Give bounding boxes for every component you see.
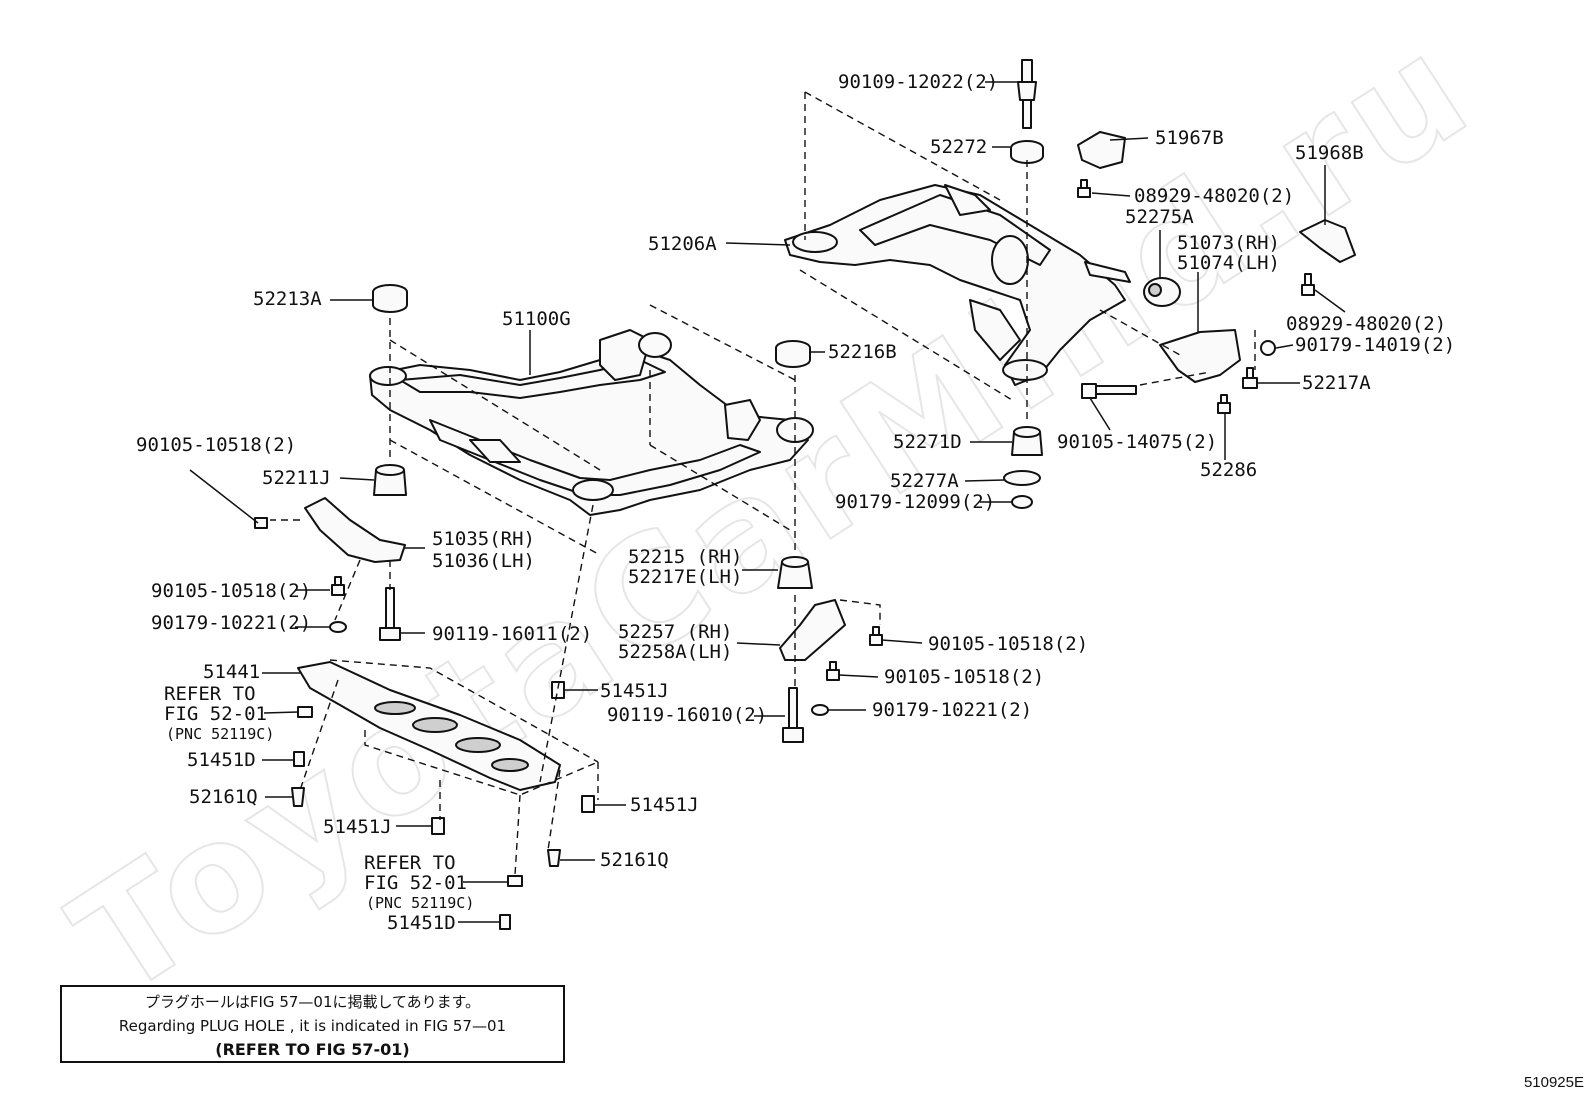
label-52258A-lh: 52258A(LH): [618, 641, 732, 663]
bracket-52257-52258A: [779, 599, 846, 661]
label-52161Q-a: 52161Q: [189, 786, 258, 808]
label-90105-10518-a: 90105-10518(2): [136, 434, 296, 456]
bolt-90119-16010: [782, 687, 804, 743]
label-90105-14075: 90105-14075(2): [1057, 431, 1217, 453]
label-51968B: 51968B: [1295, 142, 1364, 164]
plug-hole-note: プラグホールはFIG 57—01に掲載してあります。 Regarding PLU…: [60, 985, 565, 1063]
front-suspension-member-51100G: [369, 329, 814, 516]
clip-ref-1: [297, 706, 313, 718]
label-51451J-c: 51451J: [323, 816, 392, 838]
label-51451J-b: 51451J: [630, 794, 699, 816]
bolt-08929-48020-b: [1301, 273, 1315, 296]
ref2-line2: FIG 52-01: [364, 872, 467, 894]
nut-90179-14019: [1260, 340, 1276, 356]
label-52272: 52272: [930, 136, 987, 158]
label-08929-48020-a: 08929-48020(2): [1134, 185, 1294, 207]
part-labels: 90109-12022(2) 52272 51967B 51968B 08929…: [136, 71, 1455, 934]
label-90179-12099: 90179-12099(2): [835, 491, 995, 513]
bolt-90105-10518-a: [254, 517, 268, 529]
label-51441: 51441: [203, 661, 260, 683]
engine-under-cover-51441: [297, 661, 561, 791]
label-51073-rh: 51073(RH): [1177, 232, 1280, 254]
cushion-52213A: [372, 284, 408, 313]
assembly-dashed-lines: [270, 91, 1256, 876]
label-52277A: 52277A: [890, 470, 959, 492]
rear-suspension-member-51206A: [784, 184, 1131, 386]
nut-90179-10221-a: [329, 621, 347, 633]
label-52215-rh: 52215 (RH): [628, 546, 742, 568]
clip-52161Q-b: [547, 849, 561, 867]
bushing-52275A: [1143, 277, 1181, 307]
label-90179-14019: 90179-14019(2): [1295, 334, 1455, 356]
nut-90179-10221-b: [811, 704, 829, 716]
bolt-52217A: [1242, 367, 1258, 389]
label-51035-rh: 51035(RH): [432, 528, 535, 550]
note-english: Regarding PLUG HOLE , it is indicated in…: [118, 1017, 507, 1035]
cushion-52211J: [373, 464, 407, 496]
bracket-51073-51074: [1159, 329, 1241, 383]
label-52257-rh: 52257 (RH): [618, 621, 732, 643]
label-51451J-a: 51451J: [600, 680, 669, 702]
ref1-line3: (PNC 52119C): [166, 725, 274, 743]
bolt-51451D-b: [499, 914, 511, 930]
clip-ref-2: [507, 875, 523, 887]
bolt-08929-48020-a: [1077, 179, 1091, 198]
label-90119-16011: 90119-16011(2): [432, 623, 592, 645]
ref2-line1: REFER TO: [364, 852, 456, 874]
ref2-line3: (PNC 52119C): [366, 894, 474, 912]
label-52217A: 52217A: [1302, 372, 1371, 394]
leader-lines: [189, 81, 1346, 923]
label-90105-10518-b: 90105-10518(2): [151, 580, 311, 602]
label-51967B: 51967B: [1155, 127, 1224, 149]
label-51074-lh: 51074(LH): [1177, 252, 1280, 274]
bracket-51967B: [1077, 131, 1126, 169]
label-51036-lh: 51036(LH): [432, 550, 535, 572]
cushion-52215-52217E: [777, 556, 813, 589]
bolt-52286: [1217, 394, 1231, 414]
label-52217E-lh: 52217E(LH): [628, 566, 742, 588]
ref1-line2: FIG 52-01: [164, 703, 267, 725]
label-08929-48020-b: 08929-48020(2): [1286, 313, 1446, 335]
nut-90179-12099: [1011, 495, 1033, 509]
label-90179-10221-b: 90179-10221(2): [872, 699, 1032, 721]
label-52211J: 52211J: [262, 467, 331, 489]
label-90105-10518-d: 90105-10518(2): [884, 666, 1044, 688]
bolt-90105-10518-c: [869, 626, 883, 646]
label-52216B: 52216B: [828, 341, 897, 363]
clip-52161Q-a: [291, 787, 305, 807]
label-51206A: 51206A: [648, 233, 717, 255]
bolt-90105-10518-b: [331, 576, 345, 596]
label-51100G: 51100G: [502, 308, 571, 330]
bolt-51451J-c: [431, 817, 445, 835]
bolt-90105-14075: [1081, 383, 1137, 399]
figure-code: 510925E: [1523, 1074, 1584, 1091]
bolt-90119-16011: [379, 587, 401, 641]
label-90105-10518-c: 90105-10518(2): [928, 633, 1088, 655]
label-90119-16010: 90119-16010(2): [607, 704, 767, 726]
label-51451D-a: 51451D: [187, 749, 256, 771]
label-52213A: 52213A: [253, 288, 322, 310]
cushion-52216B: [775, 340, 811, 368]
label-90179-10221-a: 90179-10221(2): [151, 612, 311, 634]
watermark-text: ToyotaCarMind.ru: [45, 0, 1503, 1030]
label-52161Q-b: 52161Q: [600, 849, 669, 871]
label-52271D: 52271D: [893, 431, 962, 453]
bolt-90105-10518-d: [826, 661, 840, 681]
ref1-line1: REFER TO: [164, 683, 256, 705]
washer-52277A: [1003, 470, 1041, 486]
label-52275A: 52275A: [1125, 206, 1194, 228]
bracket-51035-51036: [304, 497, 406, 563]
note-reference: (REFER TO FIG 57-01): [215, 1040, 410, 1059]
bolt-51451D-a: [293, 751, 305, 767]
stud-bolt-90109-12022: [1017, 59, 1037, 129]
note-japanese: プラグホールはFIG 57—01に掲載してあります。: [144, 993, 481, 1011]
cushion-52271D: [1011, 426, 1043, 456]
label-51451D-b: 51451D: [387, 912, 456, 934]
cushion-52272: [1010, 140, 1044, 164]
label-90109-12022: 90109-12022(2): [838, 71, 998, 93]
bolt-51451J-b: [581, 795, 595, 813]
label-52286: 52286: [1200, 459, 1257, 481]
